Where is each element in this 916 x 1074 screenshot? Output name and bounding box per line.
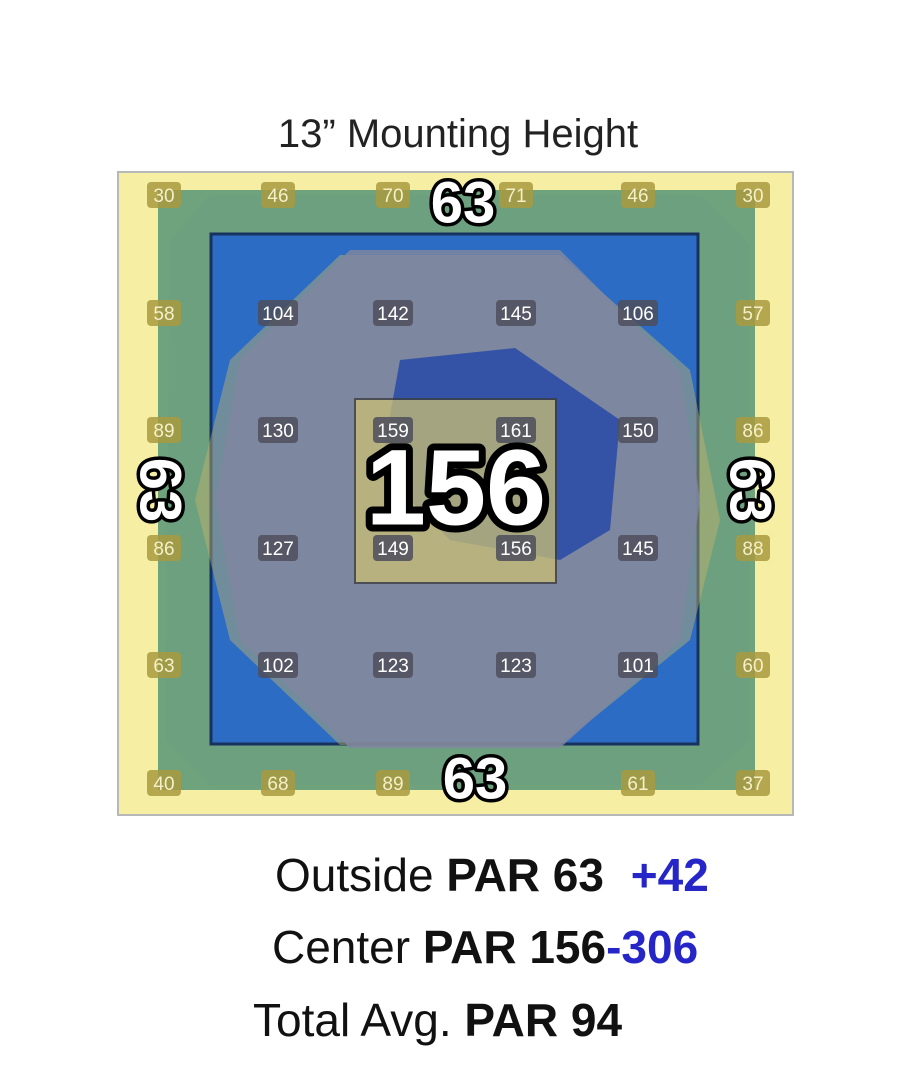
center-par: PAR 156 [422, 921, 607, 973]
grid-cell-value: 88 [742, 539, 763, 560]
grid-cell-value: 123 [500, 656, 532, 677]
grid-cell-r3-c4: 161 [496, 417, 536, 443]
grid-cell-r4-c5: 145 [618, 535, 658, 561]
overlay-bottom-par: 63 [443, 747, 508, 812]
grid-cell-r2-c3: 142 [373, 300, 413, 326]
grid-cell-value: 130 [262, 421, 294, 442]
grid-cell-value: 86 [742, 421, 763, 442]
overlay-top-par: 63 [431, 171, 496, 236]
grid-cell-value: 89 [382, 774, 403, 795]
grid-cell-r6-c3: 89 [376, 770, 410, 796]
overlay-center-par: 156 [366, 427, 546, 548]
grid-cell-value: 58 [153, 304, 174, 325]
grid-cell-value: 145 [622, 539, 654, 560]
grid-cell-value: 102 [262, 656, 294, 677]
grid-cell-value: 89 [153, 421, 174, 442]
outside-par: PAR 63 [446, 849, 604, 901]
grid-cell-value: 61 [627, 774, 648, 795]
outside-delta: +42 [630, 849, 709, 901]
grid-cell-r5-c2: 102 [258, 652, 298, 678]
grid-cell-value: 156 [500, 539, 532, 560]
center-label: Center [272, 921, 411, 973]
grid-cell-r2-c6: 57 [736, 300, 770, 326]
grid-cell-value: 37 [742, 774, 763, 795]
grid-cell-r4-c4: 156 [496, 535, 536, 561]
grid-cell-r5-c6: 60 [736, 652, 770, 678]
grid-cell-value: 127 [262, 539, 294, 560]
grid-cell-r3-c2: 130 [258, 417, 298, 443]
grid-cell-value: 46 [627, 186, 648, 207]
grid-cell-r1-c2: 46 [261, 182, 295, 208]
grid-cell-value: 60 [742, 656, 763, 677]
grid-cell-r4-c1: 86 [147, 535, 181, 561]
grid-cell-value: 86 [153, 539, 174, 560]
grid-cell-r1-c1: 30 [147, 182, 181, 208]
grid-cell-r5-c1: 63 [147, 652, 181, 678]
grid-cell-r1-c6: 30 [736, 182, 770, 208]
grid-cell-r6-c5: 61 [621, 770, 655, 796]
grid-cell-r3-c5: 150 [618, 417, 658, 443]
grid-cell-r2-c2: 104 [258, 300, 298, 326]
grid-cell-r2-c4: 145 [496, 300, 536, 326]
grid-cell-r5-c3: 123 [373, 652, 413, 678]
grid-cell-r5-c4: 123 [496, 652, 536, 678]
grid-cell-value: 30 [742, 186, 763, 207]
grid-cell-value: 142 [377, 304, 409, 325]
grid-cell-value: 106 [622, 304, 654, 325]
grid-cell-value: 46 [267, 186, 288, 207]
grid-cell-r1-c4: 71 [499, 182, 533, 208]
grid-cell-r4-c6: 88 [736, 535, 770, 561]
grid-cell-r1-c5: 46 [621, 182, 655, 208]
grid-cell-r5-c5: 101 [618, 652, 658, 678]
grid-cell-value: 149 [377, 539, 409, 560]
grid-cell-value: 161 [500, 421, 532, 442]
grid-cell-r3-c1: 89 [147, 417, 181, 443]
grid-cell-r2-c5: 106 [618, 300, 658, 326]
grid-cell-value: 159 [377, 421, 409, 442]
summary-total: Total Avg. PAR 94 [253, 993, 622, 1047]
overlay-left-par: 63 [128, 458, 193, 523]
grid-cell-value: 71 [505, 186, 526, 207]
grid-cell-value: 68 [267, 774, 288, 795]
grid-cell-value: 101 [622, 656, 654, 677]
diagram-title: 13” Mounting Height [277, 112, 639, 156]
summary-outside: Outside PAR 63 +42 [275, 848, 709, 902]
grid-cell-r4-c3: 149 [373, 535, 413, 561]
grid-cell-r6-c2: 68 [261, 770, 295, 796]
grid-cell-r6-c6: 37 [736, 770, 770, 796]
total-label: Total Avg. [253, 994, 452, 1046]
grid-cell-r3-c6: 86 [736, 417, 770, 443]
grid-cell-value: 150 [622, 421, 654, 442]
outside-label: Outside [275, 849, 434, 901]
center-delta: -306 [606, 921, 699, 973]
grid-cell-r2-c1: 58 [147, 300, 181, 326]
grid-cell-value: 123 [377, 656, 409, 677]
total-par: PAR 94 [464, 994, 623, 1046]
overlay-right-par: 63 [718, 458, 783, 523]
grid-cell-r6-c1: 40 [147, 770, 181, 796]
grid-cell-value: 40 [153, 774, 174, 795]
grid-cell-value: 57 [742, 304, 763, 325]
grid-cell-value: 63 [153, 656, 174, 677]
grid-cell-value: 145 [500, 304, 532, 325]
grid-cell-r4-c2: 127 [258, 535, 298, 561]
grid-cell-value: 70 [382, 186, 403, 207]
grid-cell-value: 30 [153, 186, 174, 207]
grid-cell-value: 104 [262, 304, 294, 325]
summary-center: Center PAR 156-306 [272, 920, 698, 974]
grid-cell-r1-c3: 70 [376, 182, 410, 208]
grid-cell-r3-c3: 159 [373, 417, 413, 443]
